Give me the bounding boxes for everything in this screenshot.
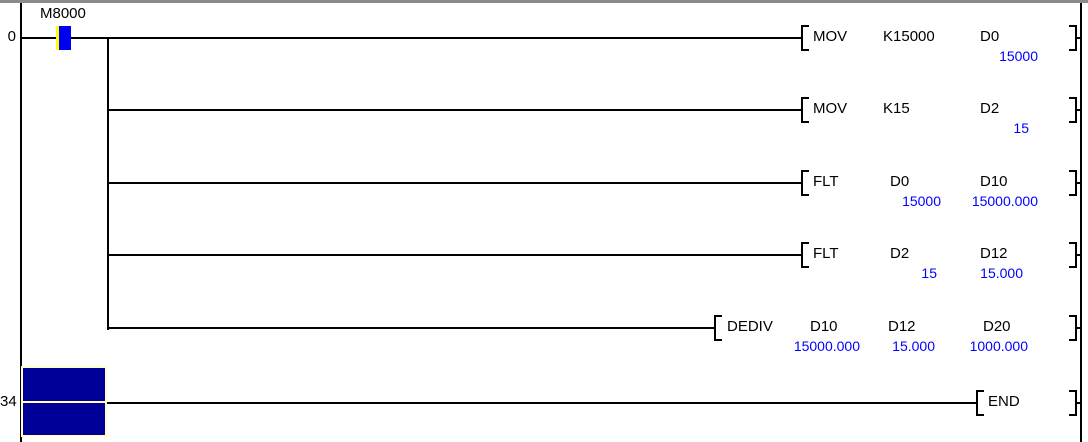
instruction-mnemonic[interactable]: MOV	[813, 100, 848, 117]
rung-line	[22, 37, 56, 39]
monitor-value: 15.000	[892, 338, 935, 354]
instruction-close-bracket	[1069, 25, 1077, 51]
rung-line	[107, 402, 976, 404]
instruction-open-bracket	[801, 97, 809, 123]
operand[interactable]: D10	[810, 318, 838, 335]
bracket-rail-tick	[1077, 182, 1081, 184]
instruction-mnemonic[interactable]: MOV	[813, 28, 848, 45]
instruction-close-bracket	[1069, 315, 1077, 341]
instruction-mnemonic[interactable]: FLT	[813, 245, 839, 262]
operand[interactable]: D2	[890, 245, 910, 262]
instruction-open-bracket	[801, 170, 809, 196]
operand[interactable]: D12	[980, 245, 1008, 262]
rung-line	[108, 182, 801, 184]
operand[interactable]: D0	[890, 173, 910, 190]
rung-line	[108, 254, 801, 256]
instruction-open-bracket	[801, 25, 809, 51]
rung-number-0: 0	[7, 28, 16, 45]
contact-label: M8000	[40, 5, 86, 22]
instruction-open-bracket	[801, 242, 809, 268]
operand[interactable]: D12	[888, 318, 916, 335]
monitor-value: 15000.000	[793, 338, 860, 354]
monitor-value: 1000.000	[969, 338, 1028, 354]
end-instruction[interactable]: END	[988, 393, 1020, 410]
instruction-close-bracket	[1069, 170, 1077, 196]
operand[interactable]: D2	[980, 100, 1000, 117]
instruction-mnemonic[interactable]: DEDIV	[727, 318, 773, 335]
monitor-value: 15000	[902, 193, 941, 209]
monitor-value: 15	[921, 265, 937, 281]
bracket-rail-tick	[1077, 37, 1081, 39]
monitor-value: 15000	[999, 48, 1038, 64]
operand[interactable]: D20	[983, 318, 1011, 335]
contact-left-edge	[56, 26, 59, 50]
bracket-rail-tick	[1077, 402, 1081, 404]
edit-cursor-midline	[23, 401, 105, 403]
bracket-rail-tick	[1077, 254, 1081, 256]
operand[interactable]: K15000	[883, 28, 935, 45]
monitor-value: 15.000	[980, 265, 1023, 281]
instruction-close-bracket	[1069, 390, 1077, 416]
contact-m8000-on[interactable]	[59, 26, 71, 50]
instruction-close-bracket	[1069, 97, 1077, 123]
bracket-rail-tick	[1077, 327, 1081, 329]
rung-number-34: 34	[0, 393, 17, 410]
rung-line	[108, 327, 714, 329]
right-power-rail	[1080, 3, 1082, 442]
monitor-value: 15000.000	[971, 193, 1038, 209]
instruction-open-bracket	[714, 315, 722, 341]
instruction-open-bracket	[976, 390, 984, 416]
instruction-mnemonic[interactable]: FLT	[813, 173, 839, 190]
rung-line	[71, 37, 801, 39]
window-top-border	[0, 0, 1088, 3]
monitor-value: 15	[1013, 120, 1029, 136]
rung-line	[108, 109, 801, 111]
bracket-rail-tick	[1077, 109, 1081, 111]
operand[interactable]: K15	[883, 100, 910, 117]
left-power-rail	[20, 3, 22, 442]
instruction-close-bracket	[1069, 242, 1077, 268]
operand[interactable]: D10	[980, 173, 1008, 190]
operand[interactable]: D0	[980, 28, 1000, 45]
